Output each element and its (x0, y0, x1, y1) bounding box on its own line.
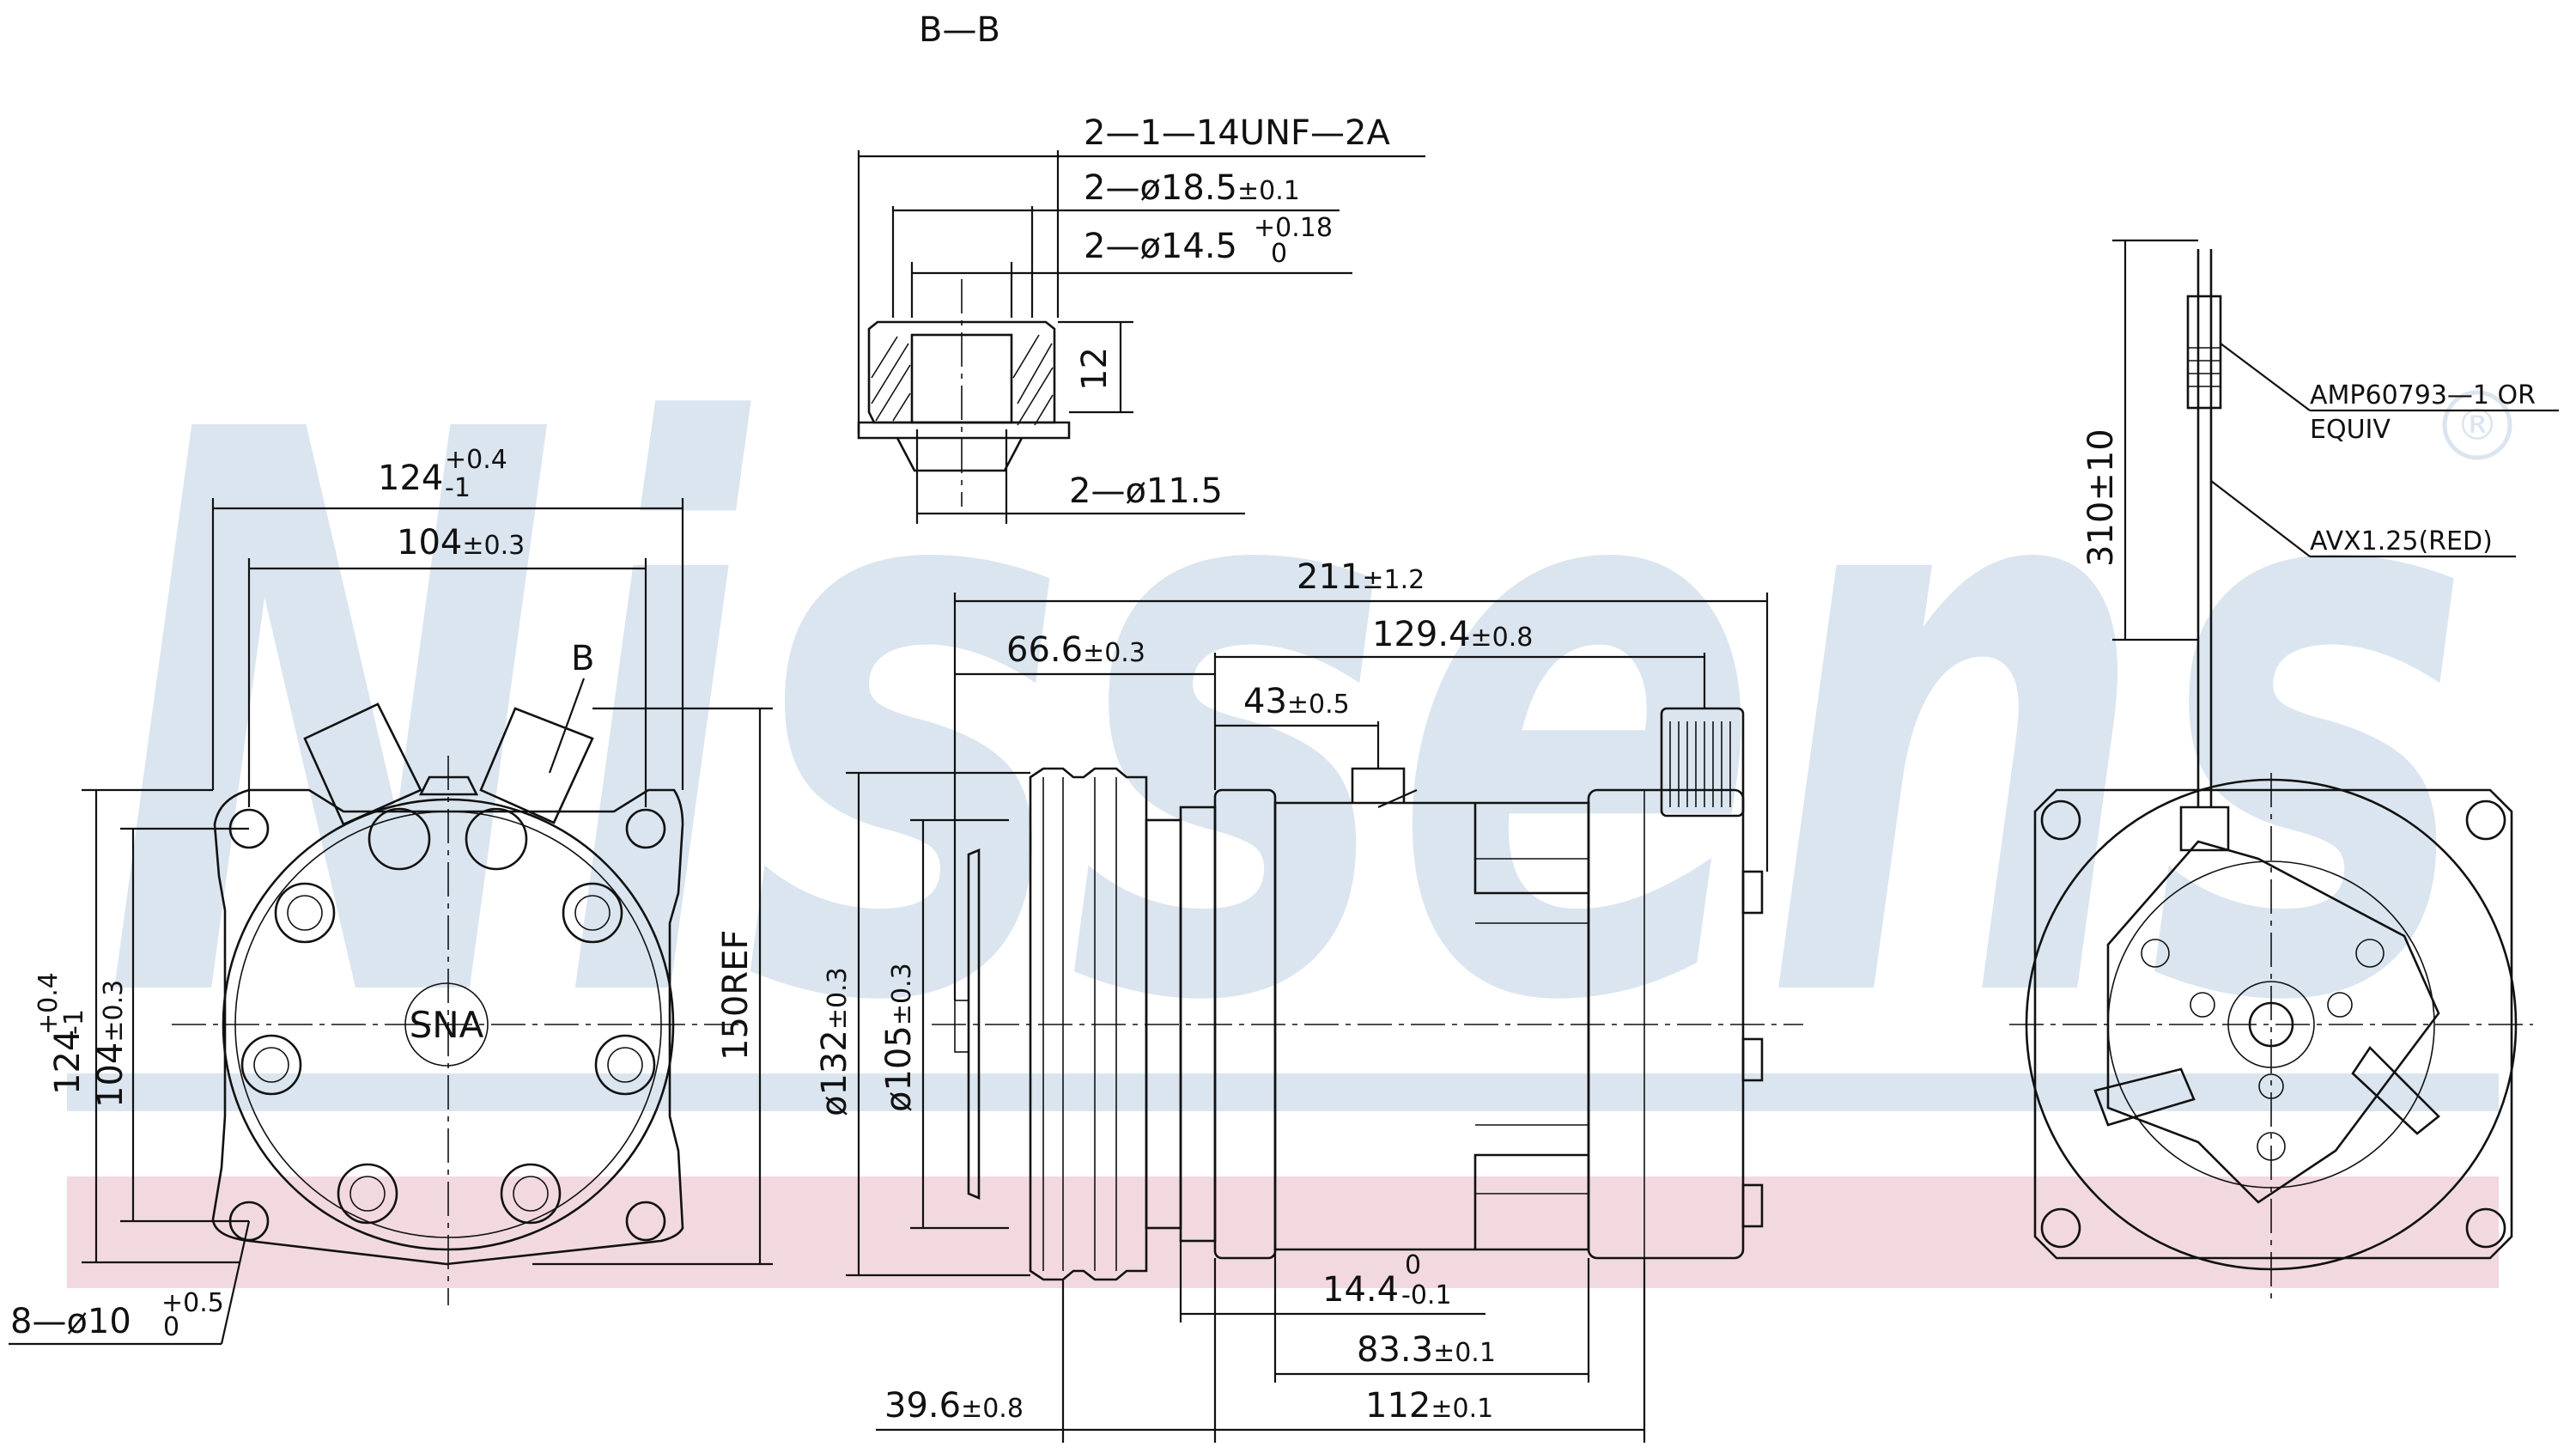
rear-mount-holes (2040, 799, 2506, 1249)
section-bore2-label: 2—ø14.5 (1084, 227, 1237, 266)
side-boss-label: 43±0.5 (1243, 682, 1350, 721)
section-title: B—B (919, 10, 1000, 50)
side-mount-label: 83.3±0.1 (1357, 1330, 1496, 1370)
side-step-label: 14.4 (1322, 1270, 1399, 1310)
watermark-blue-band (67, 1073, 2499, 1111)
rear-connector-label-line2: EQUIV (2310, 415, 2391, 445)
connector-thread (1660, 707, 1745, 818)
watermark: Nissens ® (67, 271, 2512, 1288)
front-width-outer-label: 124 (378, 459, 443, 498)
rear-view: 310±10 AMP60793—1 OR EQUIV AVX1.25(RED) (2009, 239, 2559, 1305)
port-b-label: B (571, 639, 594, 678)
section-bore2-tol-up: +0.18 (1254, 213, 1333, 243)
side-length-label: 211±1.2 (1297, 557, 1425, 597)
side-pulley-label: 39.6±0.8 (884, 1386, 1024, 1426)
watermark-brand: Nissens (103, 271, 2473, 1170)
front-height-inner-label: 104±0.3 (91, 980, 131, 1108)
side-view: 211±1.2 129.4±0.8 66.6±0.3 43±0.5 ø132±0… (815, 557, 1803, 1443)
watermark-registered-circle (2442, 390, 2512, 460)
section-bore3-label: 2—ø11.5 (1069, 471, 1223, 511)
side-body-label: 129.4±0.8 (1372, 615, 1533, 654)
section-bore2-tol-low: 0 (1271, 239, 1287, 269)
rear-wire-length-label: 310±10 (2081, 429, 2121, 567)
head-bolts (240, 882, 656, 1225)
side-dia-inner-label: ø105±0.3 (879, 963, 919, 1112)
front-width-inner-label: 104±0.3 (397, 523, 525, 562)
front-width-outer-low: -1 (445, 473, 471, 503)
suction-discharge-ports (303, 702, 594, 871)
front-width-outer-up: +0.4 (445, 445, 507, 475)
section-bb: B—B 2—1—14UNF—2A 2—ø18.5±0.1 (857, 10, 1425, 524)
side-step-up: 0 (1405, 1250, 1421, 1280)
side-clutch-label: 66.6±0.3 (1006, 630, 1145, 670)
front-view: SNA 124 +0.4 -1 104±0.3 B 124 +0.4 -1 10… (9, 445, 773, 1346)
section-depth-label: 12 (1075, 347, 1115, 391)
front-height-outer-label: 124 (48, 1030, 88, 1095)
front-height-ref-label: 150REF (716, 930, 756, 1061)
front-height-outer-low: -1 (59, 1009, 89, 1035)
front-holes-up: +0.5 (161, 1288, 224, 1318)
side-step-low: -0.1 (1401, 1280, 1452, 1310)
section-hatching (871, 334, 1054, 426)
side-base-label: 112±0.1 (1365, 1386, 1493, 1426)
side-dia-outer-label: ø132±0.3 (815, 967, 854, 1116)
rear-wire-spec-label: AVX1.25(RED) (2310, 526, 2493, 556)
rear-connector-label-line1: AMP60793—1 OR (2310, 380, 2536, 410)
front-height-outer-up: +0.4 (33, 972, 64, 1035)
watermark-red-band (67, 1176, 2499, 1288)
section-thread-label: 2—1—14UNF—2A (1084, 113, 1390, 153)
watermark-registered: ® (2456, 400, 2499, 450)
section-bore1-label: 2—ø18.5±0.1 (1084, 168, 1300, 208)
front-holes-low: 0 (163, 1312, 179, 1342)
front-logo: SNA (410, 1004, 484, 1046)
front-holes-label: 8—ø10 (10, 1302, 131, 1341)
